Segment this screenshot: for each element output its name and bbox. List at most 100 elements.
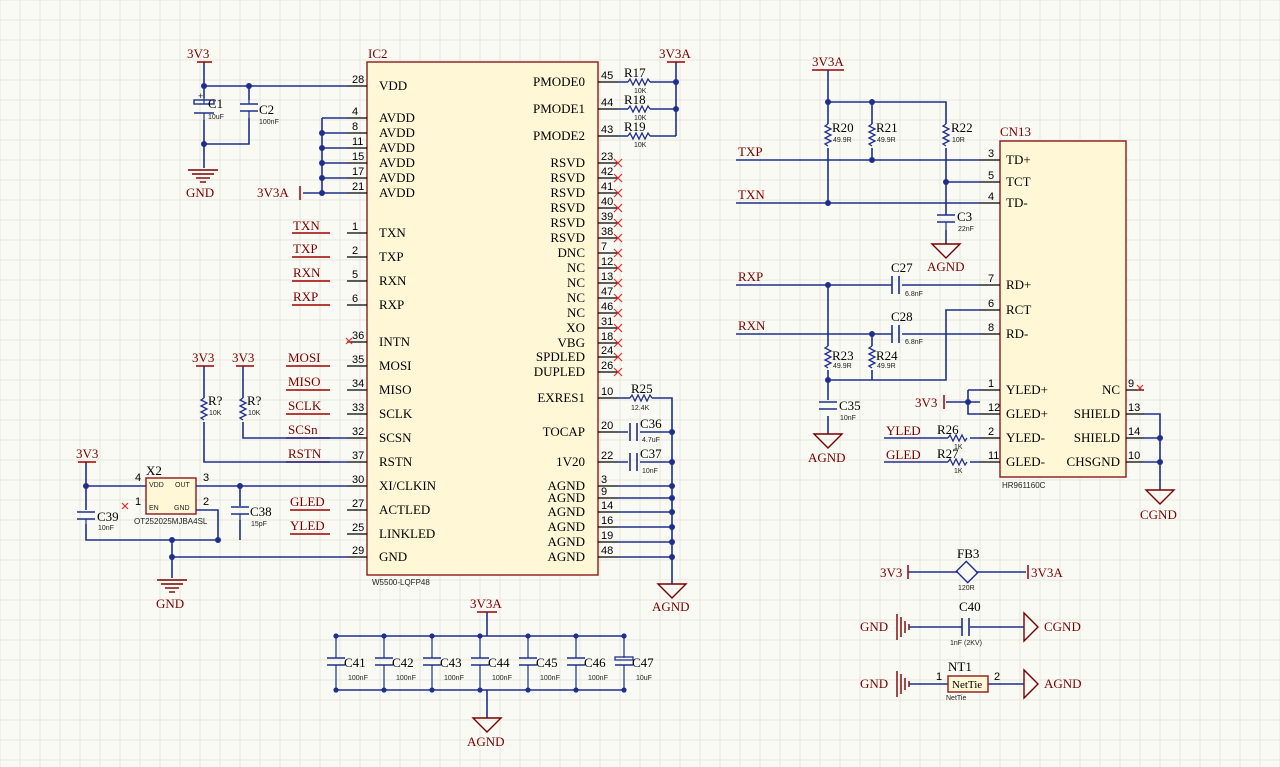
ic2-left-nets: TXN TXP RXN RXP MOSI MISO SCLK SCSn RSTN…: [286, 218, 353, 535]
nettie-nt1[interactable]: GND NetTie AGND NT1 1 2 NetTie: [860, 659, 1082, 702]
ic2-pin-name: NC: [567, 260, 585, 275]
fb3-value: 120R: [958, 585, 975, 592]
c39-ref: C39: [97, 509, 119, 524]
resistor-r19[interactable]: R19 10K: [624, 119, 651, 149]
net-3v3-label-top: 3V3: [187, 46, 209, 61]
ferrite-fb3[interactable]: 3V3 3V3A FB3 120R: [880, 546, 1063, 592]
resistor-r22[interactable]: R22 10R: [941, 120, 973, 147]
capacitor-c28[interactable]: C28 6.8nF: [891, 309, 923, 346]
capacitor-c35[interactable]: C35 10nF: [819, 398, 861, 422]
cn13-pin-name: GLED-: [1006, 454, 1045, 469]
x2-en: EN: [149, 505, 159, 512]
c43-value: 100nF: [444, 675, 464, 682]
r19-value: 10K: [634, 142, 647, 149]
capacitor-c38[interactable]: C38 15pF: [231, 504, 272, 528]
ic2-pin-number: 9: [601, 486, 607, 498]
vdd-decoupling: 3V3 C1 10uF + C2 100nF GND 3V3A: [186, 46, 347, 200]
net-gnd-label-1: GND: [186, 185, 214, 200]
net-scsn: SCSn: [288, 422, 318, 437]
net-gnd-c40: GND: [860, 619, 888, 634]
net-rstn: RSTN: [288, 446, 322, 461]
capacitor-c1[interactable]: C1 10uF +: [193, 91, 224, 121]
ic2-pin-name: XI/CLKIN: [379, 478, 437, 493]
cn13-pin-number: 8: [988, 322, 994, 334]
ic2-pin-name: MISO: [379, 382, 412, 397]
ic2-pin-number: 22: [601, 450, 613, 462]
net-txp-cn: TXP: [738, 144, 763, 159]
resistor-r26[interactable]: R26 1K: [937, 422, 968, 451]
ic2-pin-number: 19: [601, 530, 613, 542]
oscillator-x2[interactable]: X2 VDD OUT EN GND 4 3 1 2 OT252025MJBA4S…: [121, 463, 209, 526]
cn13-pin-number: 3: [988, 148, 994, 160]
resistor-r20[interactable]: R20 49.9R: [823, 120, 854, 147]
rx-termination: RXP RXN C27 6.8nF C28 6.8nF R23 49.9R R2…: [736, 260, 980, 465]
resistor-r18[interactable]: R18 10K: [624, 92, 651, 122]
ic2-right-pins: 45PMODE044PMODE143PMODE223RSVD42RSVD41RS…: [533, 70, 618, 564]
capacitor-c2[interactable]: C2 100nF: [240, 100, 279, 126]
r27-ref: R27: [937, 446, 959, 461]
capacitor-c40[interactable]: GND CGND C40 1nF (2KV): [860, 599, 1081, 647]
pmode-pullups: 3V3A R17 10K R18 10K R19 10K: [618, 46, 691, 149]
resistor-r21[interactable]: R21 49.9R: [867, 120, 898, 147]
net-rxn-ic: RXN: [293, 265, 321, 280]
ic2-pin-name: 1V20: [556, 454, 585, 469]
ic2-pin-number: 31: [601, 316, 613, 328]
cn13-pin-number: 6: [988, 298, 994, 310]
net-gnd-nt1: GND: [860, 676, 888, 691]
capacitor-c37[interactable]: C37 10nF: [629, 446, 662, 475]
c40-value: 1nF (2KV): [950, 640, 982, 647]
resistor-r25[interactable]: R25 12.4K: [629, 381, 653, 412]
resistor-r-scsn-1[interactable]: R? 10K: [199, 393, 223, 421]
net-3v3-led: 3V3: [915, 395, 937, 410]
ic2-pin-number: 4: [352, 106, 358, 118]
ic2-pin-number: 8: [352, 121, 358, 133]
capacitor-c27[interactable]: C27 6.8nF: [891, 260, 923, 298]
ic2-pin-number: 6: [352, 293, 358, 305]
ic2-pin-name: RSVD: [550, 170, 585, 185]
resistor-r-scsn-2[interactable]: R? 10K: [238, 393, 262, 421]
resistor-r23[interactable]: R23 49.9R: [823, 345, 854, 370]
net-3v3-pullup1: 3V3: [192, 350, 214, 365]
gnd-symbol-c1: GND: [186, 169, 218, 200]
ic2-pin-name: AVDD: [379, 140, 415, 155]
ic2-pin-number: 25: [352, 522, 364, 534]
c46-ref: C46: [584, 655, 606, 670]
r26-ref: R26: [937, 422, 959, 437]
agnd-symbol-c3: AGND: [927, 243, 965, 274]
ic2-pin-number: 20: [601, 420, 613, 432]
ic2-pin-name: AVDD: [379, 170, 415, 185]
led-network: 3V3 YLED GLED R26 1K R27 1K: [884, 389, 980, 475]
cn13-pin-number: 4: [988, 191, 994, 203]
capacitor-c3[interactable]: C3 22nF: [937, 209, 974, 233]
ic2-pin-name: AGND: [547, 490, 585, 505]
ic2-pin-name: NC: [567, 275, 585, 290]
capacitor-c39[interactable]: C39 10nF: [77, 509, 119, 532]
ic2-pin-number: 39: [601, 211, 613, 223]
c37-value: 10nF: [642, 468, 658, 475]
ic2-pin-name: RSVD: [550, 185, 585, 200]
ic2-pin-name: VBG: [558, 335, 585, 350]
cn13-pin-name: RD+: [1006, 277, 1031, 292]
resistor-r17[interactable]: R17 10K: [624, 65, 651, 95]
ic2-pin-number: 33: [352, 402, 364, 414]
resistor-r27[interactable]: R27 1K: [937, 446, 968, 475]
r25-value: 12.4K: [631, 405, 650, 412]
ic2-pin-number: 18: [601, 331, 613, 343]
ic2-pin-name: DNC: [558, 245, 585, 260]
net-yled-cn: YLED: [886, 423, 921, 438]
ic2-pin-name: MOSI: [379, 358, 412, 373]
c28-ref: C28: [891, 309, 913, 324]
resistor-r24[interactable]: R24 49.9R: [867, 345, 898, 370]
capacitor-c36[interactable]: C36 4.7uF: [629, 416, 662, 444]
ic2-pin-number: 34: [352, 378, 364, 390]
ic2-pin-name: TOCAP: [543, 424, 585, 439]
